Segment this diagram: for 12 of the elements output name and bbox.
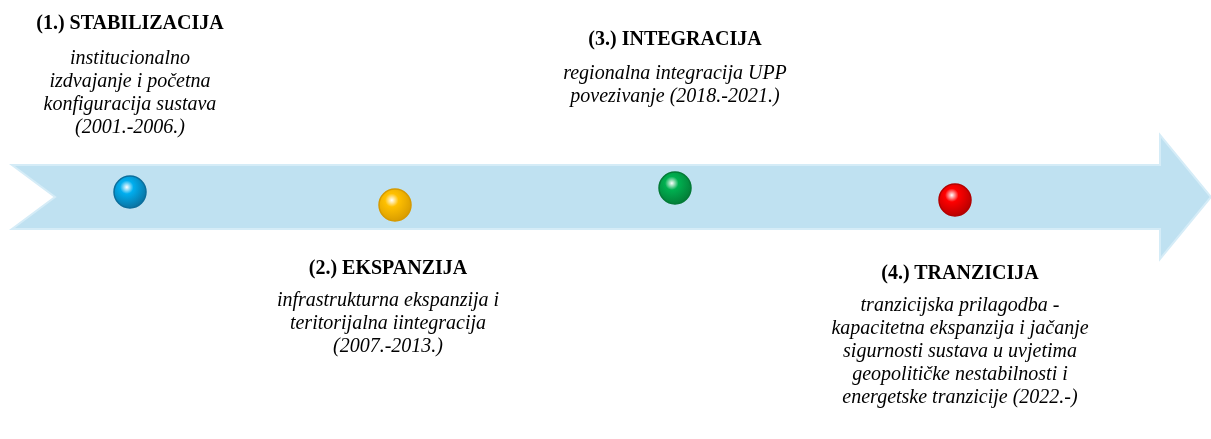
phase-heading: (4.) TRANZICIJA — [880, 260, 1040, 284]
timeline-dot — [113, 175, 147, 209]
phase-description: tranzicijska prilagodba - kapacitetna ekspanzija i jačanje sigurnosti sustava u uvjetima geopolitičke nestabilnosti i energetske tranzicije (2022.-) — [830, 293, 1090, 408]
phase-description: institucionalno izdvajanje i početna konfiguracija sustava (2001.-2006.) — [42, 46, 218, 138]
phase-heading: (3.) INTEGRACIJA — [587, 26, 763, 50]
phase-heading: (2.) EKSPANZIJA — [307, 255, 469, 279]
phase-heading: (1.) STABILIZACIJA — [35, 10, 225, 34]
phase-description: infrastrukturna ekspanzija i teritorijalna iintegracija (2007.-2013.) — [275, 288, 501, 357]
timeline-dot — [378, 188, 412, 222]
timeline-dot — [658, 171, 692, 205]
phase-description: regionalna integracija UPP povezivanje (2018.-2021.) — [562, 61, 788, 107]
timeline-dot — [938, 183, 972, 217]
